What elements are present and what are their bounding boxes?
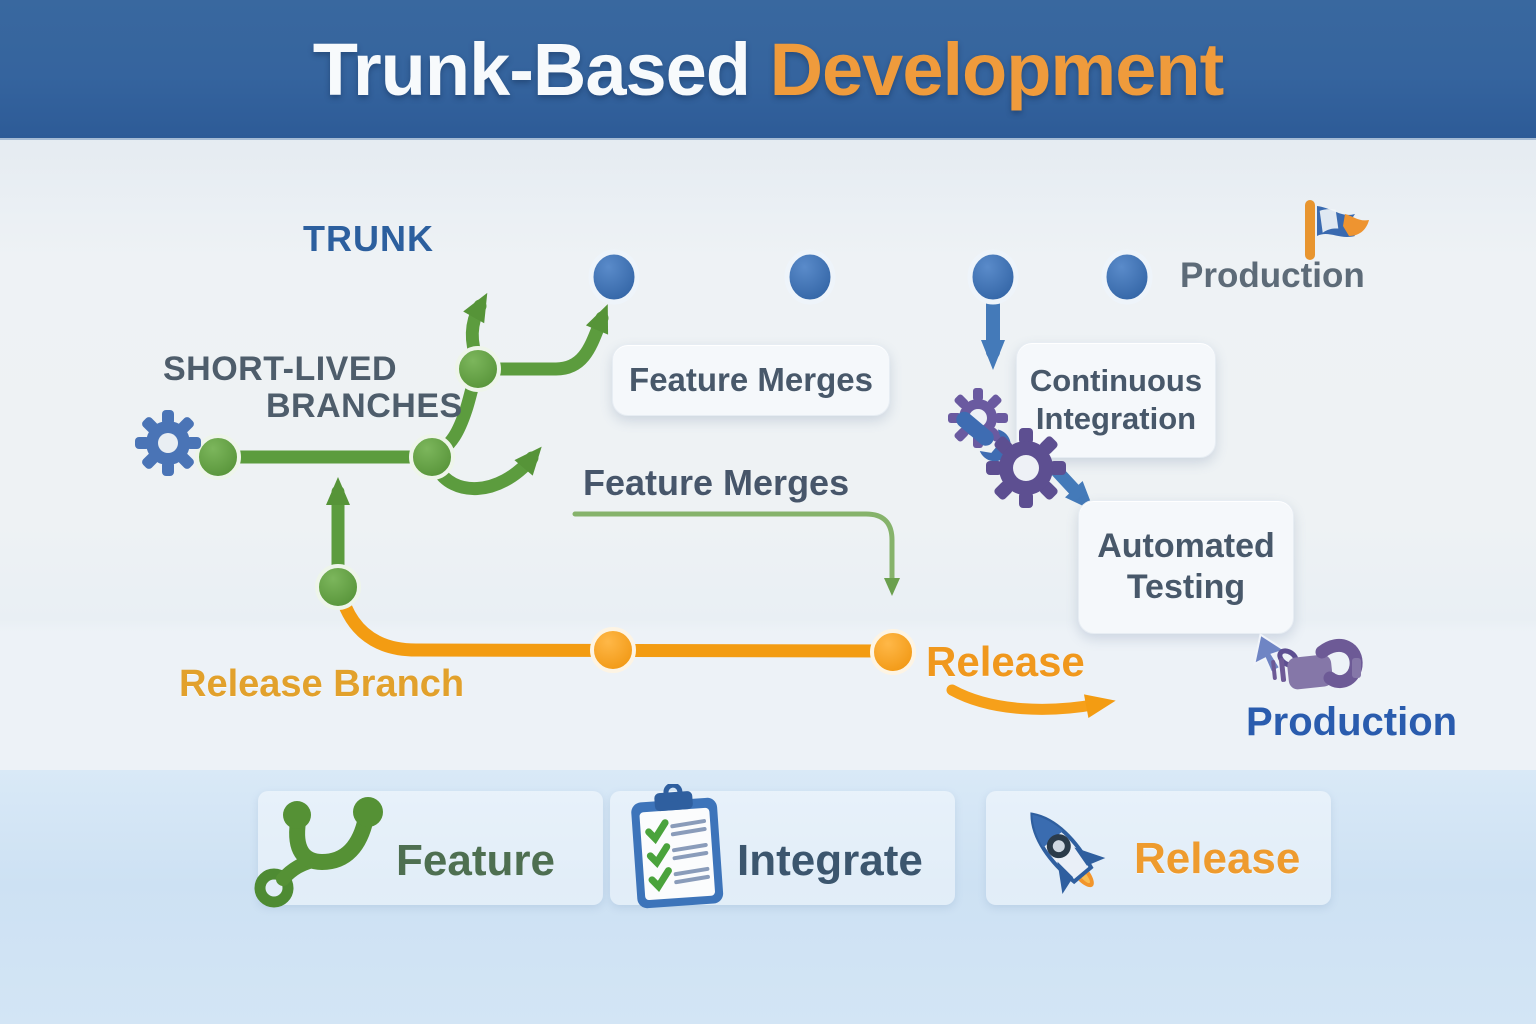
release-label: Release bbox=[926, 638, 1085, 685]
short-lived-label-line1: SHORT-LIVED bbox=[163, 350, 398, 388]
feature-merge-arrow-up bbox=[463, 292, 488, 369]
title-accent: Development bbox=[769, 27, 1225, 111]
legend-label-integrate: Integrate bbox=[737, 836, 923, 885]
ci-line2: Integration bbox=[1035, 401, 1197, 436]
production-flag-icon bbox=[1305, 200, 1369, 260]
page-title: Trunk-Based Development bbox=[312, 27, 1225, 112]
feature-merges-box: Feature Merges bbox=[612, 344, 890, 416]
continuous-integration-box: Continuous Integration bbox=[1016, 342, 1216, 458]
rocket-icon bbox=[1030, 812, 1106, 895]
trunk-node-1 bbox=[588, 249, 640, 305]
feature-merges-text: Feature Merges bbox=[583, 462, 850, 503]
branch-node-3 bbox=[455, 346, 501, 392]
clipboard-checklist-icon bbox=[631, 784, 724, 909]
trunk-label: TRUNK bbox=[303, 218, 434, 259]
legend-panel-feature bbox=[258, 791, 603, 905]
git-branch-icon bbox=[254, 797, 383, 908]
legend-band: Feature Integrate bbox=[0, 770, 1536, 1024]
legend-label-release: Release bbox=[1134, 834, 1301, 883]
production-pipe-icon bbox=[1252, 633, 1363, 690]
ci-gears-icon bbox=[948, 388, 1066, 508]
gear-icon bbox=[135, 410, 201, 476]
feature-merges-to-release-connector bbox=[572, 511, 900, 596]
production-label-top: Production bbox=[1180, 256, 1365, 295]
at-line1: Automated bbox=[1097, 527, 1275, 566]
branch-node-1 bbox=[195, 434, 241, 480]
feature-merge-arrow-to-trunk bbox=[475, 304, 609, 376]
legend-label-feature: Feature bbox=[396, 836, 555, 885]
header-banner: Trunk-Based Development bbox=[0, 0, 1536, 140]
short-lived-label-line2: BRANCHES bbox=[266, 387, 463, 425]
at-line2: Testing bbox=[1126, 568, 1246, 606]
release-deploy-arrow bbox=[946, 684, 1116, 719]
release-branch-line bbox=[333, 583, 895, 658]
trunk-node-3 bbox=[967, 249, 1019, 305]
release-branch-label: Release Branch bbox=[179, 663, 465, 705]
trunk-node-2 bbox=[784, 249, 836, 305]
feature-merge-swoosh-arrow bbox=[430, 446, 542, 495]
release-commit-nodes bbox=[590, 627, 916, 675]
branch-node-4 bbox=[315, 564, 361, 610]
release-node-2 bbox=[870, 629, 916, 675]
ci-line1: Continuous bbox=[1029, 363, 1203, 399]
branch-node-2 bbox=[409, 434, 455, 480]
release-node-1 bbox=[590, 627, 636, 673]
trunk-node-4 bbox=[1101, 249, 1153, 305]
automated-testing-box: Automated Testing bbox=[1078, 500, 1294, 634]
production-label-bottom: Production bbox=[1246, 700, 1458, 744]
trunk-commit-nodes bbox=[588, 249, 1153, 305]
title-primary: Trunk-Based bbox=[312, 27, 770, 111]
